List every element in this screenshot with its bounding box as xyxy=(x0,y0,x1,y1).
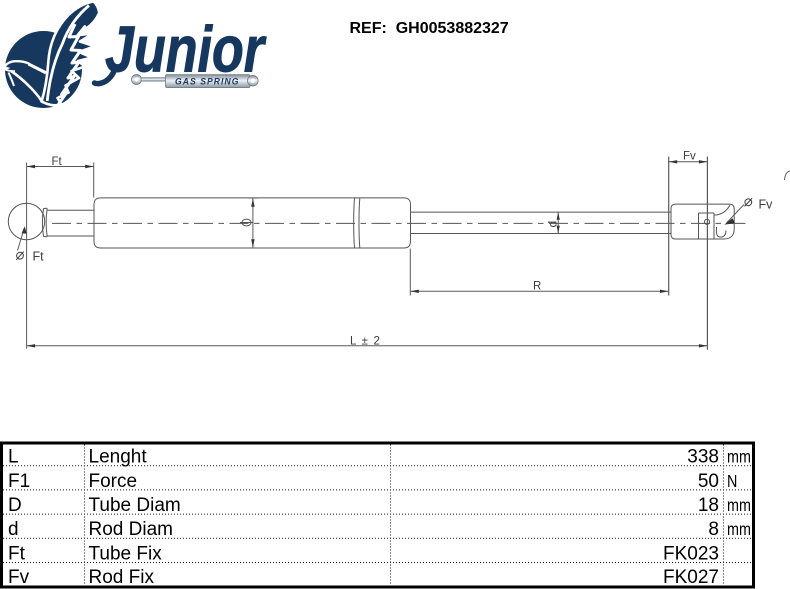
svg-text:FK027: FK027 xyxy=(663,567,719,588)
svg-text:Ft: Ft xyxy=(8,543,26,564)
svg-text:Rod Fix: Rod Fix xyxy=(89,567,155,588)
svg-text:Fv: Fv xyxy=(8,567,30,588)
svg-text:FK023: FK023 xyxy=(663,543,719,564)
svg-text:Junior: Junior xyxy=(105,13,267,86)
svg-text:GAS SPRING: GAS SPRING xyxy=(175,77,240,88)
svg-text:Lenght: Lenght xyxy=(89,447,148,468)
svg-text:mm: mm xyxy=(727,448,751,467)
svg-text:338: 338 xyxy=(687,447,719,468)
svg-text:50: 50 xyxy=(698,471,719,492)
svg-text:R: R xyxy=(533,281,541,293)
svg-text:Rod Diam: Rod Diam xyxy=(89,519,173,540)
svg-text:Fv: Fv xyxy=(683,151,696,163)
svg-text:8: 8 xyxy=(708,519,719,540)
svg-text:Force: Force xyxy=(89,471,138,492)
svg-text:Fv: Fv xyxy=(759,198,774,212)
svg-text:18: 18 xyxy=(698,495,719,516)
svg-text:Ft: Ft xyxy=(33,250,45,264)
svg-text:d: d xyxy=(8,519,19,540)
svg-text:mm: mm xyxy=(727,521,751,540)
svg-text:D: D xyxy=(8,495,22,516)
svg-text:Tube Diam: Tube Diam xyxy=(89,495,181,516)
svg-text:mm: mm xyxy=(727,497,751,516)
svg-text:F1: F1 xyxy=(8,471,30,492)
svg-text:L ± 2: L ± 2 xyxy=(350,336,381,348)
svg-text:Junior: Junior xyxy=(105,13,267,86)
svg-text:Ft: Ft xyxy=(52,156,63,168)
svg-text:L: L xyxy=(8,447,19,468)
svg-text:d: d xyxy=(546,221,560,228)
svg-text:Tube Fix: Tube Fix xyxy=(89,543,163,564)
svg-text:N: N xyxy=(727,473,737,492)
